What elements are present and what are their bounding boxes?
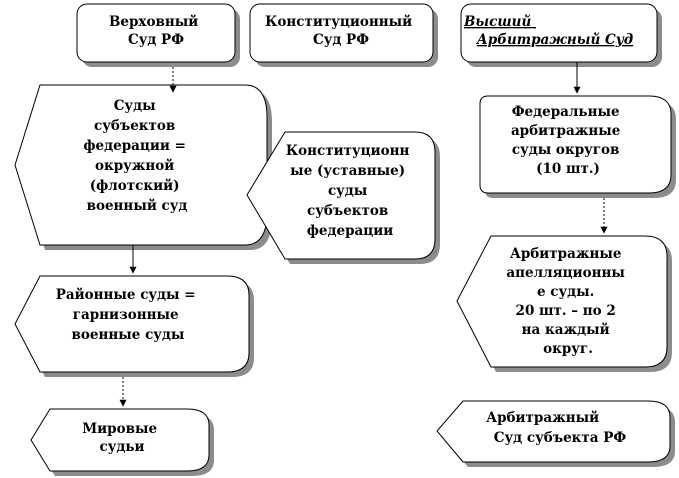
charter-courts-line-1: Конституционн xyxy=(286,143,410,159)
garrison-line-3: военные суды xyxy=(72,327,185,343)
military-district-line-2: субъектов xyxy=(94,118,175,134)
supreme-court-box: Верховный Суд РФ xyxy=(76,3,240,67)
justices-line-2: судьи xyxy=(99,439,144,455)
military-district-line-1: Суды xyxy=(114,98,156,114)
federal-arbitration-courts-shape: Федеральные арбитражные суды округов (10… xyxy=(479,95,676,198)
appeal-arbitration-line-1: Арбитражные xyxy=(510,246,622,262)
subject-arbitration-line-2: Суд субъекта РФ xyxy=(494,430,627,446)
federal-arbitration-line-2: арбитражные xyxy=(511,123,620,139)
svg-text:Высший Арбитражный Суд: Высший Арбитражный Суд xyxy=(463,14,633,48)
svg-text:Мировые судьи: Мировые судьи xyxy=(82,421,162,455)
subject-arbitration-court-shape: Арбитражный Суд субъекта РФ xyxy=(436,400,675,467)
military-district-court-shape: Суды субъектов федерации = окружной (фло… xyxy=(14,84,272,250)
svg-text:Верховный Суд РФ: Верховный Суд РФ xyxy=(109,14,203,48)
garrison-courts-shape: Районные суды = гарнизонные военные суды xyxy=(14,275,254,377)
svg-text:Конституционн ые (уставн: Конституционн ые (уставные) суды субъект… xyxy=(286,143,414,239)
appeal-arbitration-line-6: округ. xyxy=(543,341,593,357)
military-district-line-3: федерации = xyxy=(83,138,186,154)
svg-text:Федеральные арбитражные: Федеральные арбитражные суды округов (10… xyxy=(511,104,625,177)
supreme-arbitration-line-1: Высший xyxy=(463,14,531,30)
constitutional-court-line-2: Суд РФ xyxy=(313,32,369,48)
justices-of-peace-shape: Мировые судьи xyxy=(30,408,214,476)
constitutional-court-box: Конституционный Суд РФ xyxy=(249,3,438,67)
federal-arbitration-line-1: Федеральные xyxy=(512,104,620,120)
appeal-arbitration-line-5: на каждый xyxy=(522,322,610,338)
svg-text:Суды субъектов фед: Суды субъектов федерации = окружной (фло… xyxy=(83,98,190,214)
svg-text:Арбитражные апелляционны: Арбитражные апелляционны е суды. 20 шт. … xyxy=(506,246,629,357)
supreme-court-line-1: Верховный xyxy=(109,14,198,30)
military-district-line-5: (флотский) xyxy=(90,178,180,194)
supreme-court-line-2: Суд РФ xyxy=(128,32,184,48)
charter-courts-line-3: суды xyxy=(328,183,368,199)
supreme-arbitration-court-box: Высший Арбитражный Суд xyxy=(460,3,662,67)
subject-arbitration-line-1: Арбитражный xyxy=(486,410,599,426)
charter-courts-line-4: субъектов xyxy=(307,203,388,219)
military-district-line-6: военный суд xyxy=(87,198,188,214)
supreme-arbitration-line-2: Арбитражный Суд xyxy=(476,32,633,48)
charter-courts-line-5: федерации xyxy=(307,223,394,239)
appeal-arbitration-line-4: 20 шт. – по 2 xyxy=(516,303,616,319)
military-district-line-4: окружной xyxy=(95,158,174,174)
charter-courts-line-2: ые (уставные) xyxy=(290,163,405,179)
federal-arbitration-line-4: (10 шт.) xyxy=(536,161,600,177)
justices-line-1: Мировые xyxy=(82,421,157,437)
svg-text:Районные суды = гарнизон: Районные суды = гарнизонные военные суды xyxy=(56,287,201,343)
garrison-line-2: гарнизонные xyxy=(73,307,179,323)
federal-arbitration-line-3: суды округов xyxy=(512,142,620,158)
svg-text:Арбитражный Суд субъекта: Арбитражный Суд субъекта РФ xyxy=(486,410,626,446)
appeal-arbitration-courts-shape: Арбитражные апелляционны е суды. 20 шт. … xyxy=(456,235,672,372)
appeal-arbitration-line-3: е суды. xyxy=(537,284,594,300)
appeal-arbitration-line-2: апелляционны xyxy=(506,265,625,281)
constitutional-court-line-1: Конституционный xyxy=(265,14,412,30)
garrison-line-1: Районные суды = xyxy=(56,287,196,303)
svg-text:Конституционный Суд РФ: Конституционный Суд РФ xyxy=(265,14,417,48)
charter-courts-shape: Конституционн ые (уставные) суды субъект… xyxy=(246,131,440,264)
